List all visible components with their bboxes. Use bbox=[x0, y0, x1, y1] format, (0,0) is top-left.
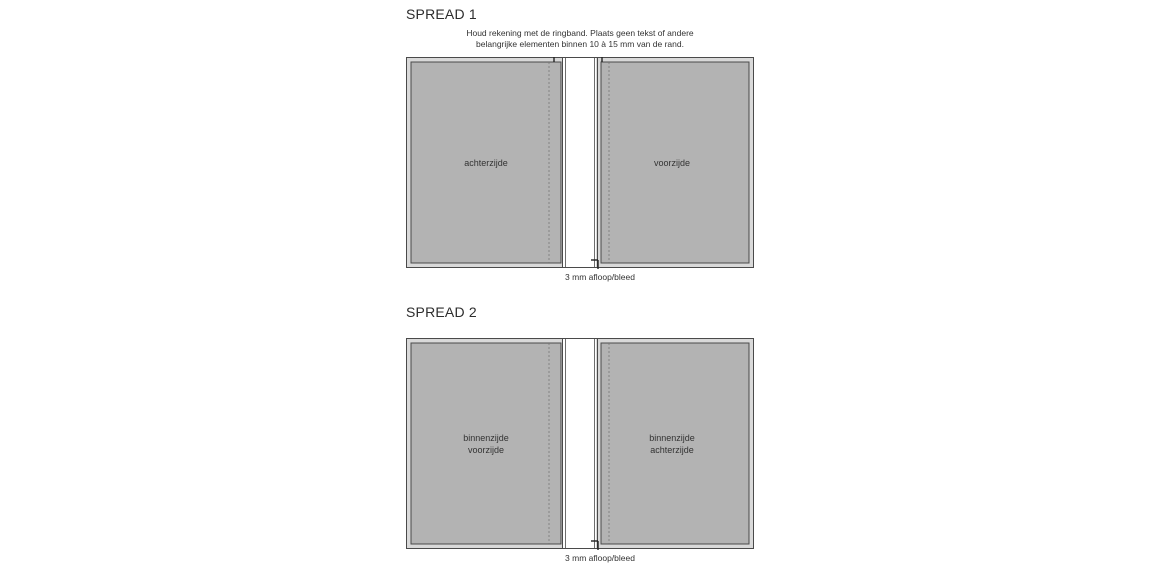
left-page-label: achterzijde bbox=[416, 157, 556, 169]
right-page-label: voorzijde bbox=[602, 157, 742, 169]
spread-diagram-graphic bbox=[406, 57, 754, 269]
left-page bbox=[410, 342, 562, 545]
note-line: Houd rekening met de ringband. Plaats ge… bbox=[466, 28, 694, 38]
page-label-line: binnenzijde bbox=[463, 433, 509, 443]
page-label-line: achterzijde bbox=[650, 445, 694, 455]
left-page-label: binnenzijde voorzijde bbox=[416, 432, 556, 456]
ring-binding-note: Houd rekening met de ringband. Plaats ge… bbox=[444, 28, 716, 50]
spread-diagram: binnenzijde voorzijde binnenzijde achter… bbox=[406, 338, 754, 550]
right-page bbox=[600, 61, 750, 264]
spread-diagram-graphic bbox=[406, 338, 754, 550]
right-page bbox=[600, 342, 750, 545]
spine-gap bbox=[563, 339, 596, 548]
spine-gap bbox=[563, 58, 596, 267]
page-label-line: voorzijde bbox=[467, 445, 505, 455]
spread-diagram: achterzijde voorzijde bbox=[406, 57, 754, 269]
bleed-label: 3 mm afloop/bleed bbox=[565, 553, 635, 563]
left-page bbox=[410, 61, 562, 264]
bleed-label: 3 mm afloop/bleed bbox=[565, 272, 635, 282]
spread-title: SPREAD 2 bbox=[406, 304, 477, 320]
page-label-line: achterzijde bbox=[464, 158, 508, 168]
right-page-label: binnenzijde achterzijde bbox=[602, 432, 742, 456]
page-label-line: voorzijde bbox=[653, 158, 691, 168]
spread-title: SPREAD 1 bbox=[406, 6, 477, 22]
page-label-line: binnenzijde bbox=[649, 433, 695, 443]
note-line: belangrijke elementen binnen 10 à 15 mm … bbox=[476, 39, 684, 49]
